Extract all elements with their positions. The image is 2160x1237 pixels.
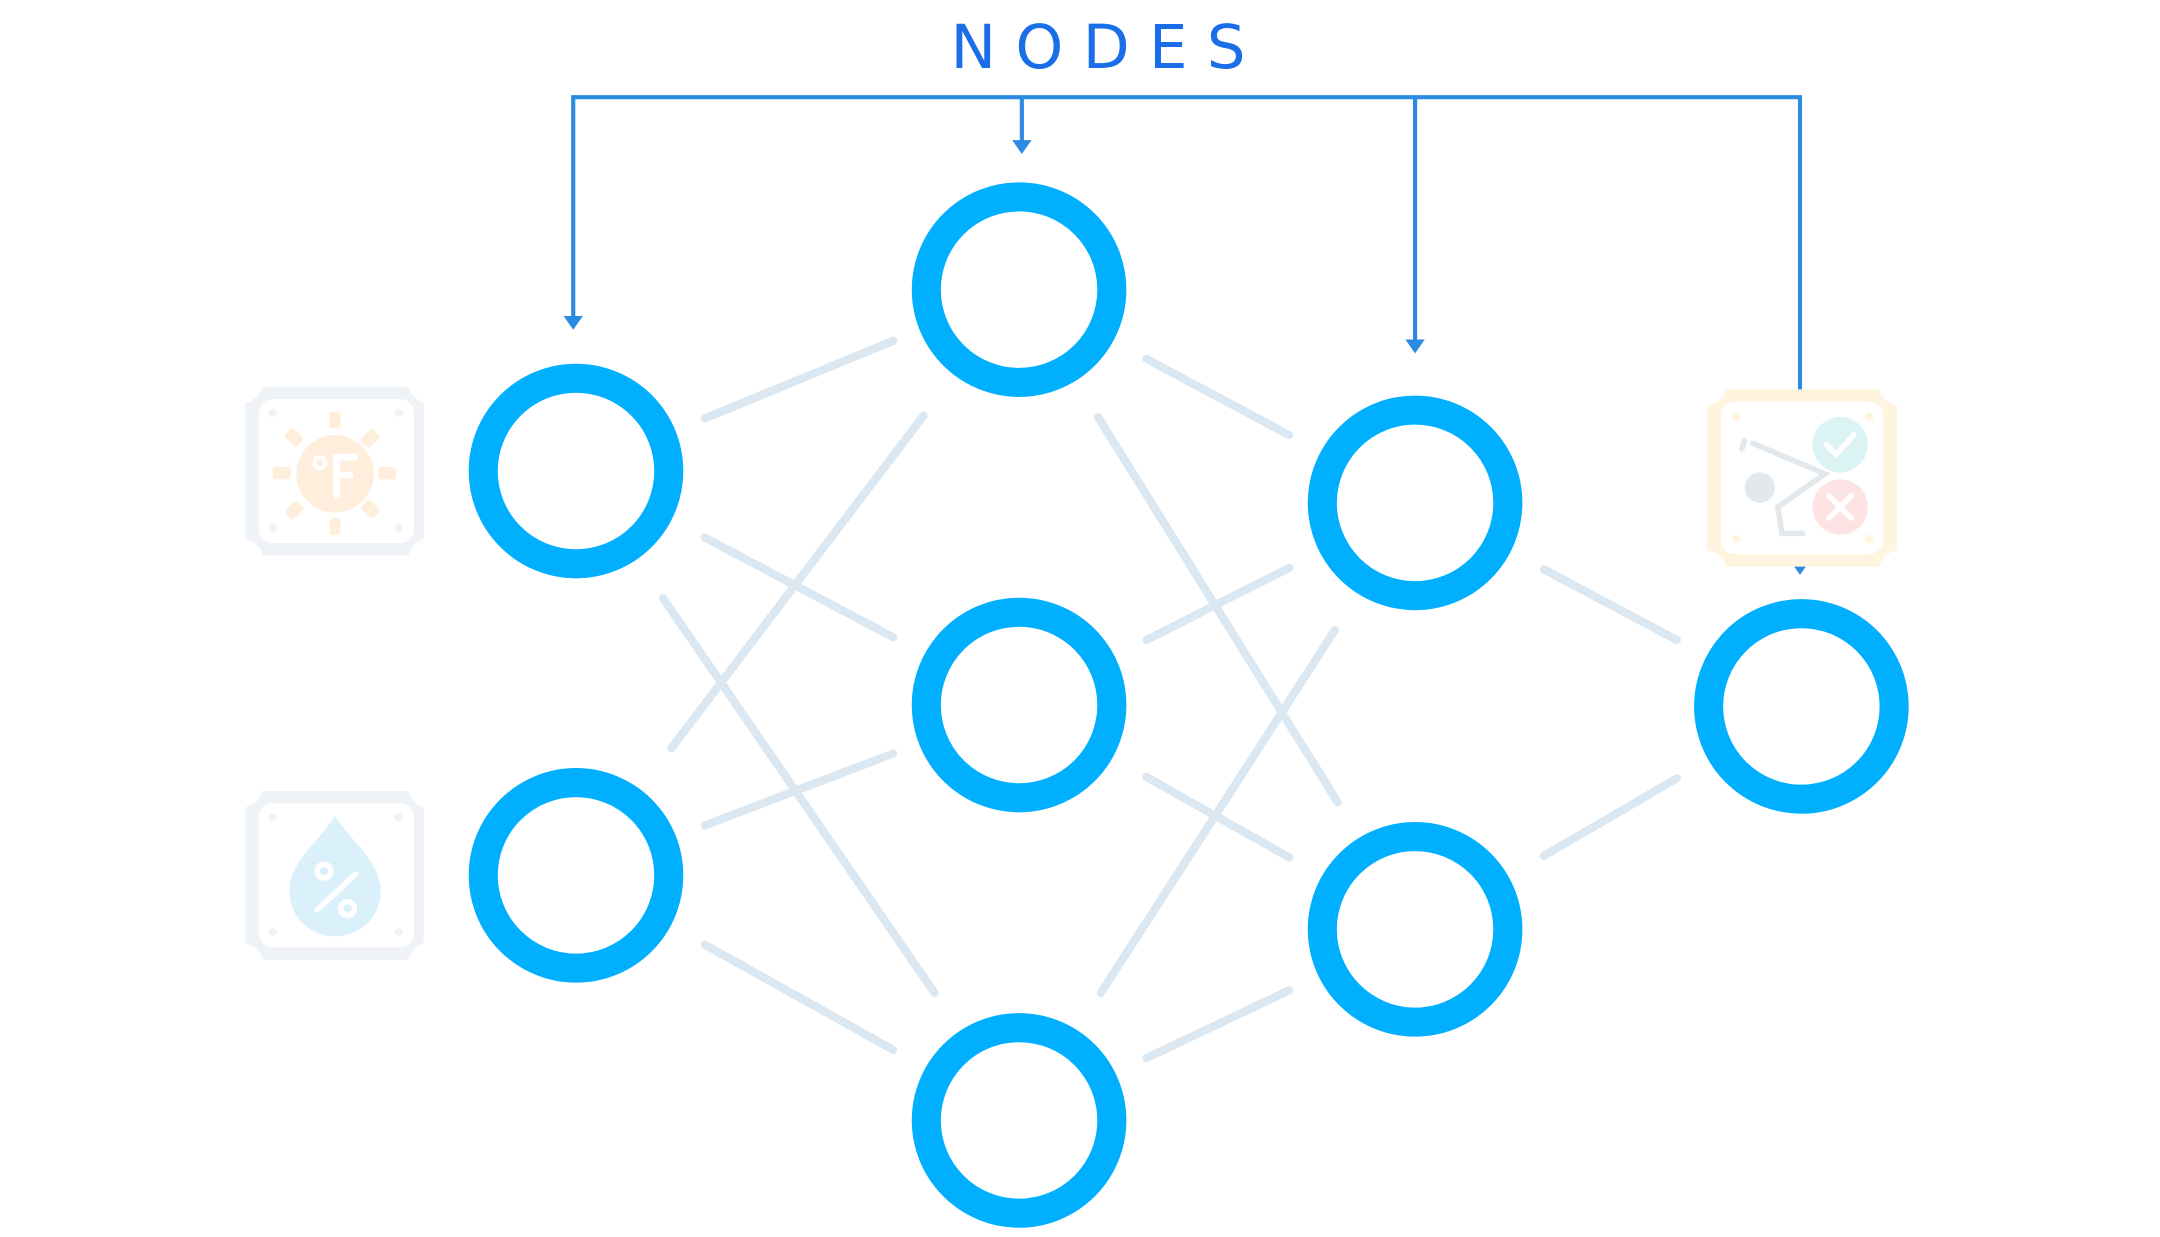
- edge: [700, 336, 898, 423]
- decision-check-cross-icon: [1707, 389, 1897, 567]
- arrow-bracket: [571, 95, 1803, 566]
- input-node-2: [468, 768, 684, 983]
- diagram-title: NODES: [950, 12, 1264, 83]
- temperature-fahrenheit-icon: [245, 386, 424, 556]
- hidden-node-5: [1307, 822, 1523, 1037]
- edge: [700, 940, 898, 1054]
- nodes: [468, 182, 1909, 1228]
- edge: [1539, 565, 1681, 645]
- edge: [1093, 412, 1342, 807]
- arrowhead: [563, 315, 583, 330]
- arrowhead: [1405, 339, 1425, 354]
- edge: [700, 749, 898, 830]
- nodes-arrows: [563, 95, 1810, 575]
- input-node-1: [468, 363, 684, 579]
- edge: [1142, 986, 1294, 1063]
- edges: [659, 336, 1681, 1063]
- hidden-node-2: [911, 597, 1127, 813]
- edge: [659, 594, 939, 998]
- hidden-node-3: [911, 1013, 1127, 1228]
- edge: [1142, 354, 1294, 440]
- hidden-node-1: [911, 182, 1127, 397]
- edge: [1539, 774, 1681, 861]
- edge: [1096, 626, 1339, 998]
- edge: [667, 411, 928, 753]
- hidden-node-4: [1307, 395, 1523, 611]
- edge: [700, 533, 898, 642]
- humidity-percent-icon: [245, 790, 424, 960]
- arrowhead: [1012, 140, 1032, 154]
- edge: [1142, 563, 1294, 645]
- output-node: [1694, 599, 1909, 814]
